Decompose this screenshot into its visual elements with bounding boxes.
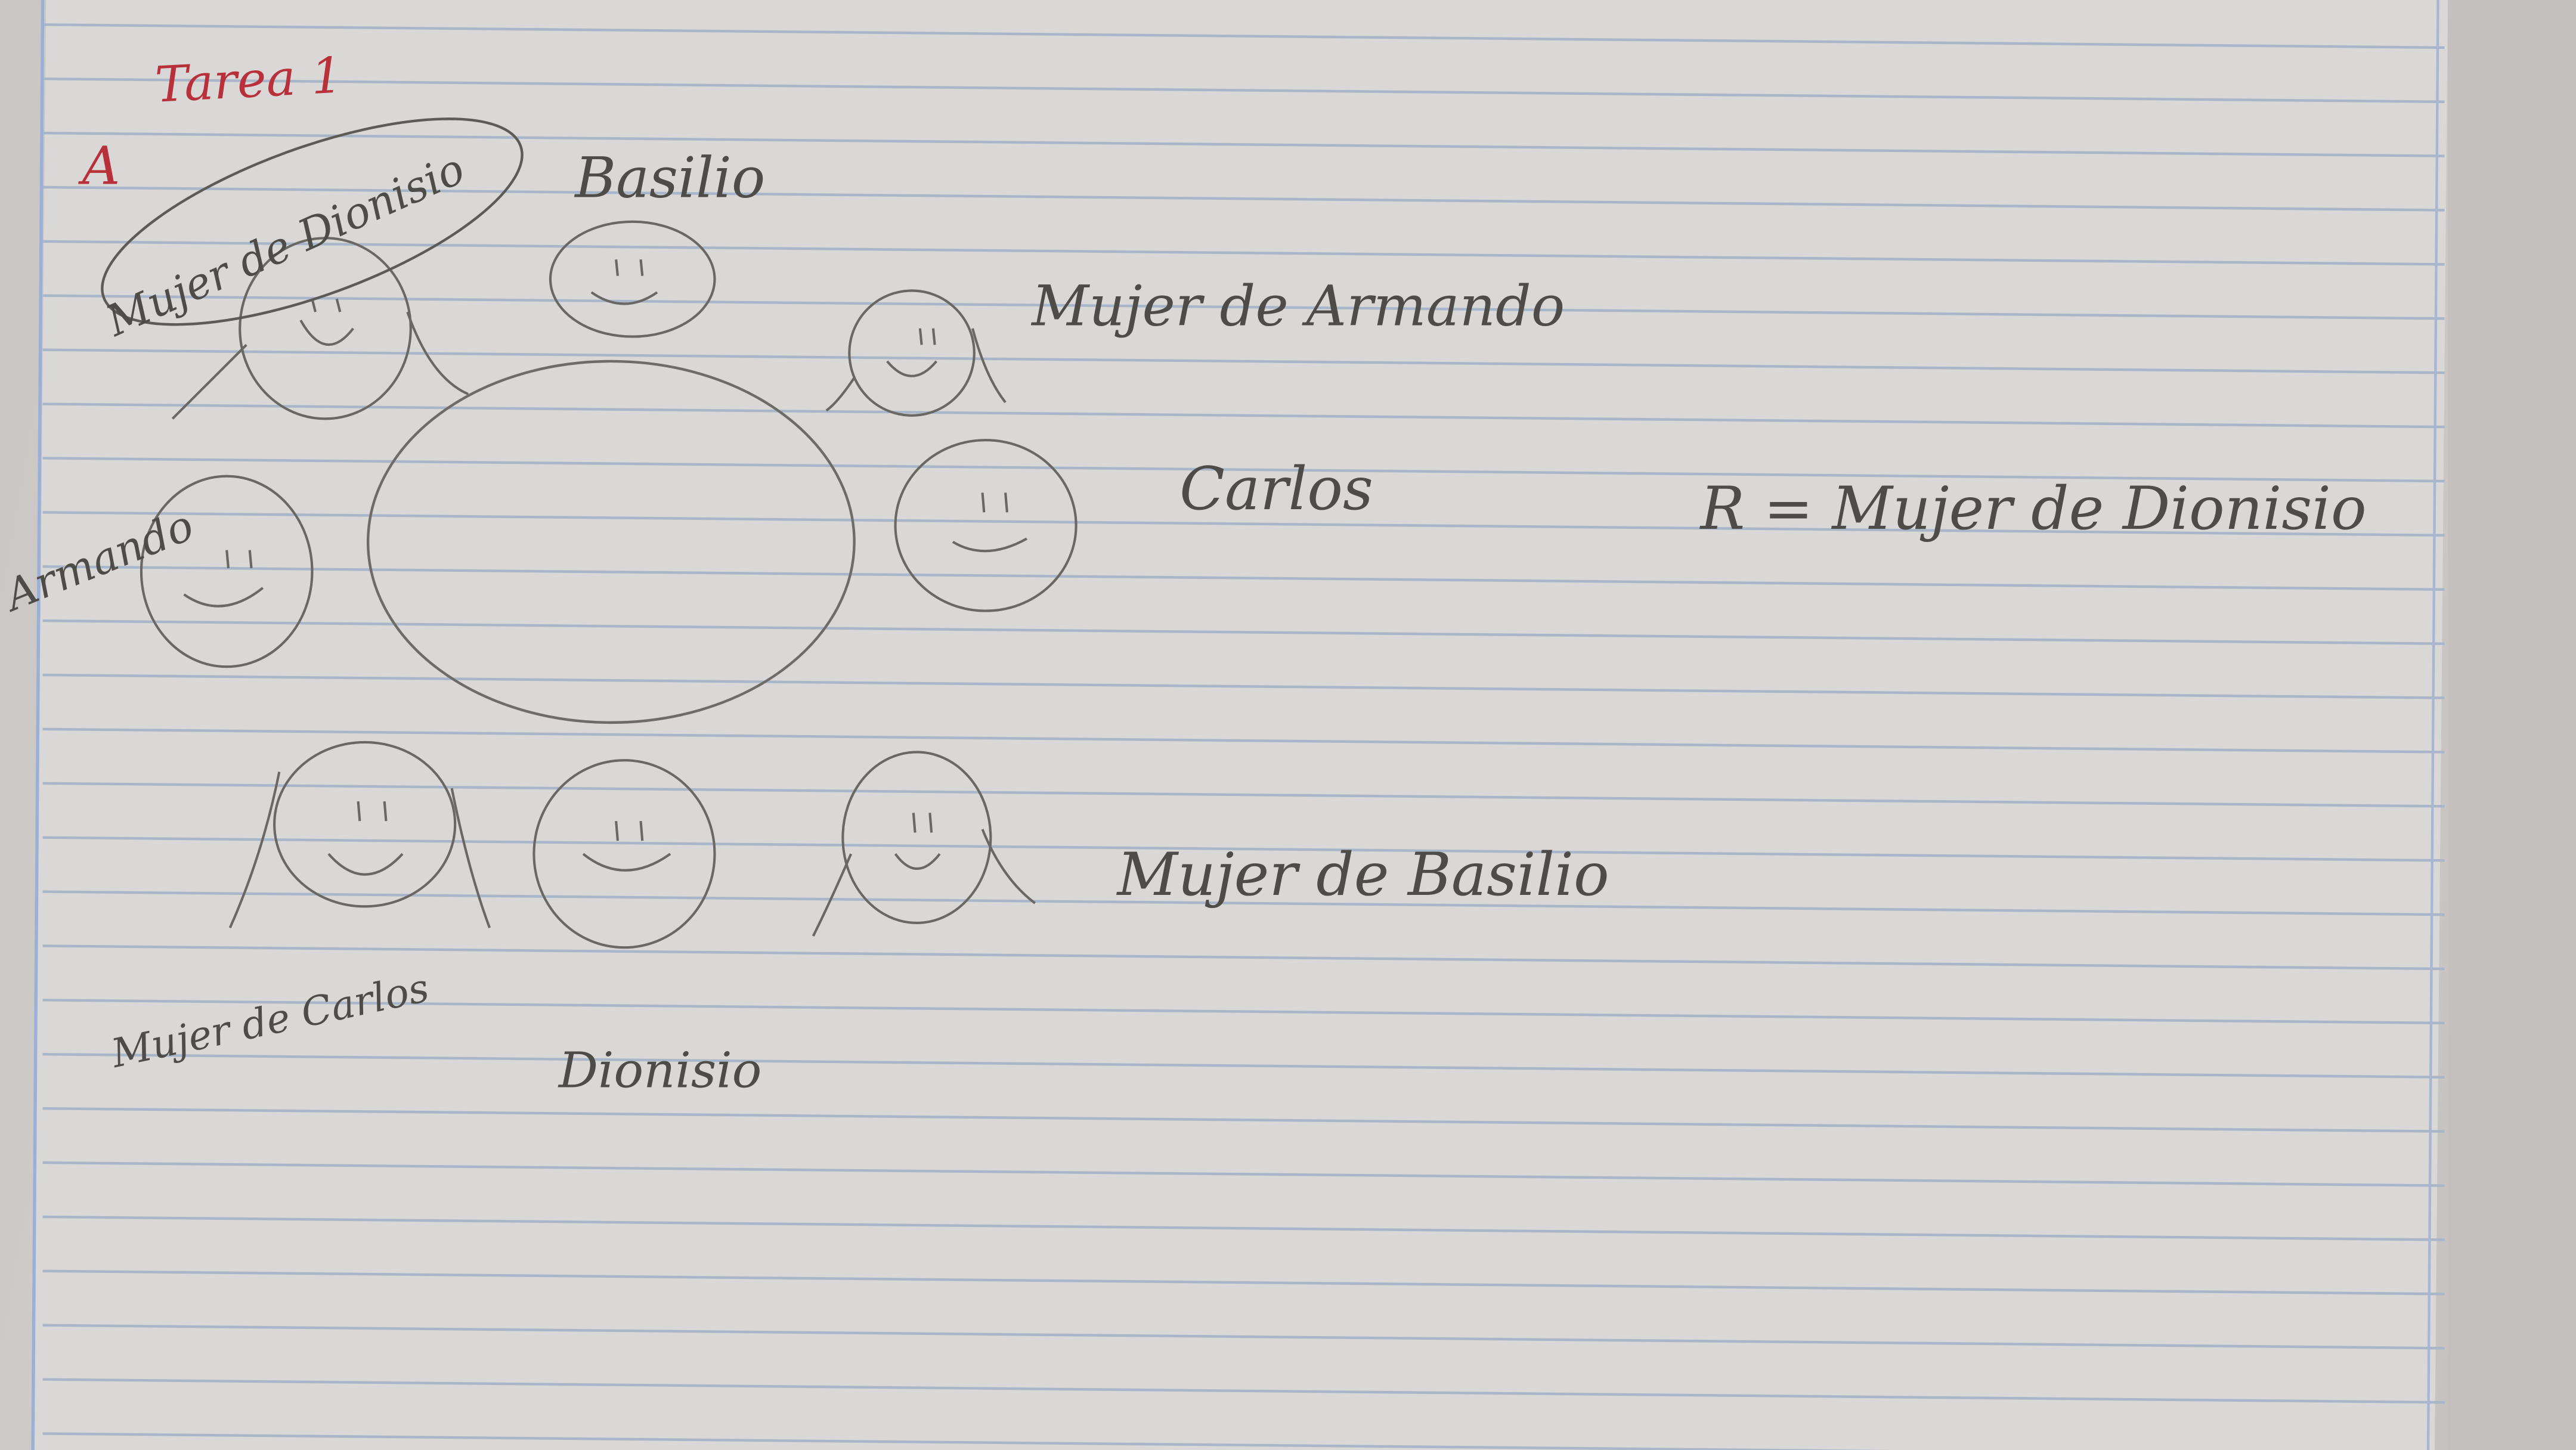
answer-circle [101,117,524,326]
ruled-line [42,348,2445,374]
woman-face-mujer-de-armando [825,289,1007,417]
ruled-line [42,673,2445,699]
ruled-line [42,999,2445,1025]
page-title: Tarea 1 [154,47,344,113]
ruled-line [42,836,2445,862]
ruled-line [42,1215,2445,1241]
woman-face-mujer-de-carlos [228,741,491,928]
page-edge [2448,0,2576,1450]
people [140,220,1078,949]
man-face-armando [140,475,314,668]
man-face-basilio [549,220,716,338]
label-mujer-de-armando: Mujer de Armando [1030,274,1565,339]
ruled-line [42,944,2445,971]
woman-face-mujer-de-basilio [812,751,1036,937]
ruled-line [42,727,2445,754]
ruled-line [42,240,2445,266]
ruled-line [42,619,2445,645]
ruled-line [42,1269,2445,1296]
ruled-line [42,294,2445,320]
label-carlos: Carlos [1179,455,1373,523]
ruled-line [42,131,2445,157]
ruled-line [42,1161,2445,1187]
ruled-line [42,1378,2445,1404]
right-margin-line [2426,0,2439,1450]
ruled-line [42,890,2445,916]
ruled-line [42,782,2445,808]
label-dionisio: Dionisio [558,1042,762,1099]
man-face-carlos [894,439,1078,612]
ruled-line [42,23,2445,49]
ruled-line [42,511,2445,537]
ruled-line [42,1053,2445,1079]
ruled-line [42,402,2445,429]
ruled-lines [42,23,2445,1450]
answer-letter: A [78,135,120,196]
round-table [366,360,856,724]
label-basilio: Basilio [574,146,765,211]
ruled-line [42,1432,1896,1450]
ruled-line [42,1107,2445,1133]
answer-text: R = Mujer de Dionisio [1699,475,2367,543]
ruled-line [42,78,2445,103]
label-mujer-de-basilio: Mujer de Basilio [1116,841,1609,909]
ruled-line [42,1324,2445,1350]
margin-line [31,0,45,1450]
ruled-line [42,185,2445,212]
ruled-line [42,565,2445,591]
ruled-line [42,457,2445,483]
man-face-dionisio [532,759,716,949]
woman-face-top-left [171,237,469,420]
